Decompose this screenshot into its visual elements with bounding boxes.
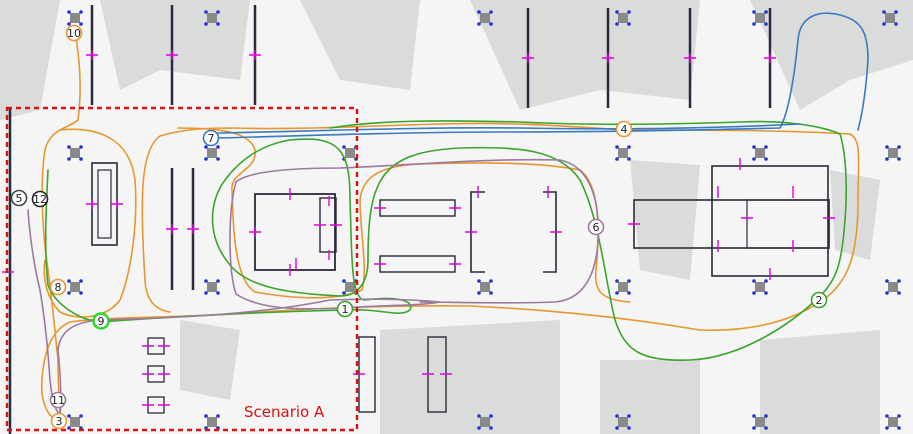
pillar bbox=[477, 10, 493, 26]
waypoint-label: 10 bbox=[67, 27, 81, 40]
pillar bbox=[752, 10, 768, 26]
pillar bbox=[204, 145, 220, 161]
pillar bbox=[477, 279, 493, 295]
pillar bbox=[67, 145, 83, 161]
waypoint-label: 4 bbox=[621, 123, 628, 136]
waypoint-label: 2 bbox=[816, 294, 823, 307]
pillar bbox=[204, 10, 220, 26]
waypoint-marker: 10 bbox=[65, 24, 83, 42]
route-blue bbox=[217, 12, 869, 139]
pillars bbox=[67, 10, 901, 430]
pillar bbox=[885, 145, 901, 161]
waypoint-label: 5 bbox=[16, 192, 23, 205]
waypoint-label: 1 bbox=[342, 303, 349, 316]
pillar bbox=[615, 10, 631, 26]
route-green bbox=[44, 120, 847, 361]
waypoint-marker: 7 bbox=[202, 129, 220, 147]
pillar bbox=[615, 279, 631, 295]
pillar bbox=[885, 414, 901, 430]
pillar bbox=[752, 414, 768, 430]
waypoint-marker: 1 bbox=[336, 300, 354, 318]
pillar bbox=[67, 279, 83, 295]
waypoint-marker: 8 bbox=[49, 278, 67, 296]
waypoint-label: 9 bbox=[98, 315, 105, 328]
waypoint-label: 12 bbox=[33, 193, 47, 206]
pillar bbox=[477, 414, 493, 430]
waypoint-marker: 6 bbox=[587, 218, 605, 236]
pillar bbox=[615, 414, 631, 430]
pillar bbox=[67, 414, 83, 430]
waypoint-marker: 5 bbox=[10, 189, 28, 207]
waypoint-marker: 11 bbox=[49, 391, 67, 409]
scenario-a-region bbox=[5, 106, 359, 432]
pillar bbox=[752, 279, 768, 295]
pillar bbox=[204, 279, 220, 295]
pillar bbox=[615, 145, 631, 161]
waypoint-label: 7 bbox=[208, 132, 215, 145]
route-orange bbox=[40, 31, 860, 421]
pillar bbox=[752, 145, 768, 161]
waypoint-label: 3 bbox=[56, 415, 63, 428]
waypoint-label: 11 bbox=[51, 394, 65, 407]
landmark-ticks bbox=[2, 50, 835, 406]
waypoint-marker: 12 bbox=[31, 190, 49, 208]
scenario-a-label: Scenario A bbox=[244, 403, 325, 421]
pillar bbox=[882, 10, 898, 26]
route-blue-2 bbox=[217, 123, 801, 134]
waypoint-marker: 3 bbox=[50, 412, 68, 430]
route-orange-2 bbox=[43, 128, 137, 318]
pillar bbox=[67, 10, 83, 26]
waypoint-marker: 4 bbox=[615, 120, 633, 138]
pillar bbox=[885, 279, 901, 295]
waypoint-label: 6 bbox=[593, 221, 600, 234]
waypoint-marker: 2 bbox=[810, 291, 828, 309]
waypoint-marker: 9 bbox=[92, 312, 110, 330]
waypoint-label: 8 bbox=[55, 281, 62, 294]
